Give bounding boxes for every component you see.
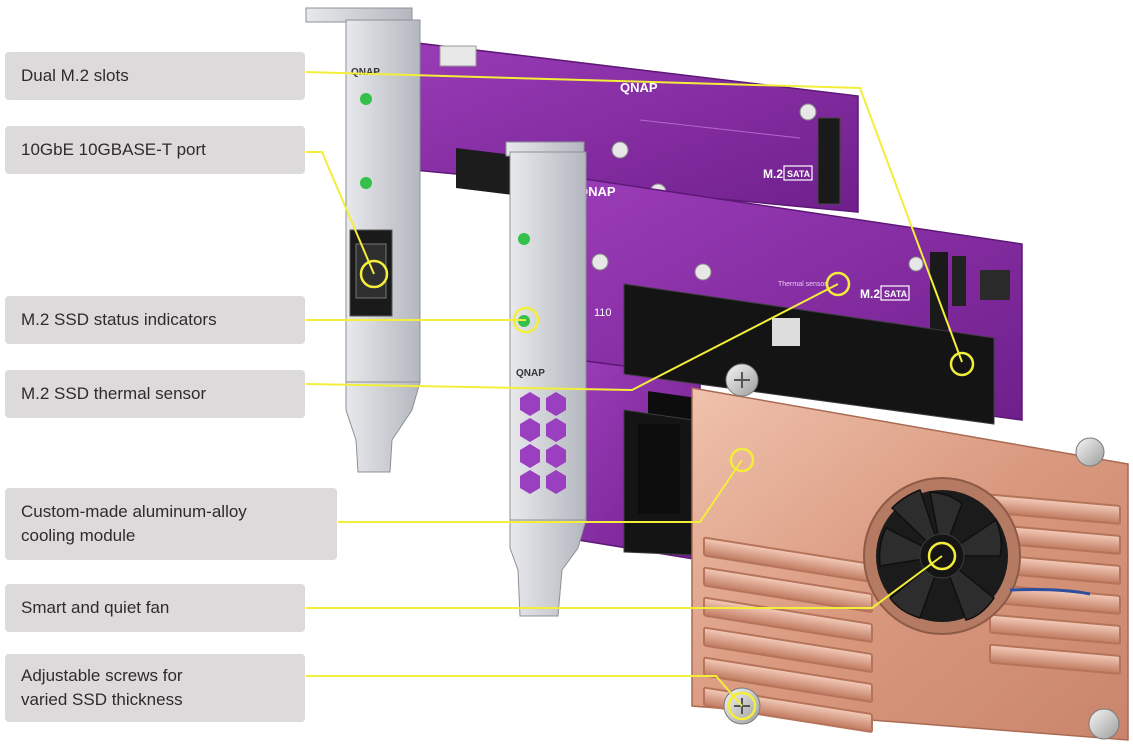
rear-pcie-bracket: QNAP — [305, 7, 421, 473]
front-slot-marking: M.2 — [860, 287, 880, 301]
callout-markers — [359, 259, 975, 721]
callout-cooling-module: Custom-made aluminum-alloy cooling modul… — [5, 488, 337, 560]
front-slot-badge: SATA — [884, 289, 908, 299]
callout-label: M.2 SSD thermal sensor — [21, 384, 207, 403]
callout-label: 10GbE 10GBASE-T port — [21, 140, 206, 159]
front-pcie-bracket: QNAP — [505, 141, 587, 617]
ssd-length-marking-top: 110 — [594, 307, 612, 319]
callout-adjustable-screws: Adjustable screws for varied SSD thickne… — [5, 654, 305, 722]
rear-brand-logo: QNAP — [620, 80, 658, 95]
callout-label: Adjustable screws for varied SSD thickne… — [21, 666, 183, 709]
rear-slot-marking: M.2 — [763, 167, 783, 181]
callout-label: Smart and quiet fan — [21, 598, 170, 617]
rear-pcb-board: QNAP M.2 SATA — [391, 39, 859, 213]
rear-bracket-logo: QNAP — [351, 67, 380, 78]
front-bracket-logo: QNAP — [516, 368, 545, 379]
callout-ssd-thermal-sensor: M.2 SSD thermal sensor — [5, 370, 305, 418]
heatsink — [691, 363, 1129, 741]
rear-slot-badge: SATA — [787, 169, 811, 179]
callout-label: Custom-made aluminum-alloy cooling modul… — [21, 502, 247, 545]
callout-10gbe-port: 10GbE 10GBASE-T port — [5, 126, 305, 174]
callout-fan: Smart and quiet fan — [5, 584, 305, 632]
callout-label: M.2 SSD status indicators — [21, 310, 217, 329]
callout-dual-m2-slots: Dual M.2 slots — [5, 52, 305, 100]
leader-lines — [305, 71, 963, 707]
front-brand-logo: QNAP — [578, 184, 616, 199]
callout-label: Dual M.2 slots — [21, 66, 129, 85]
thermal-sensor-marking: Thermal sensor — [778, 281, 827, 288]
callout-ssd-status-indicators: M.2 SSD status indicators — [5, 296, 305, 344]
